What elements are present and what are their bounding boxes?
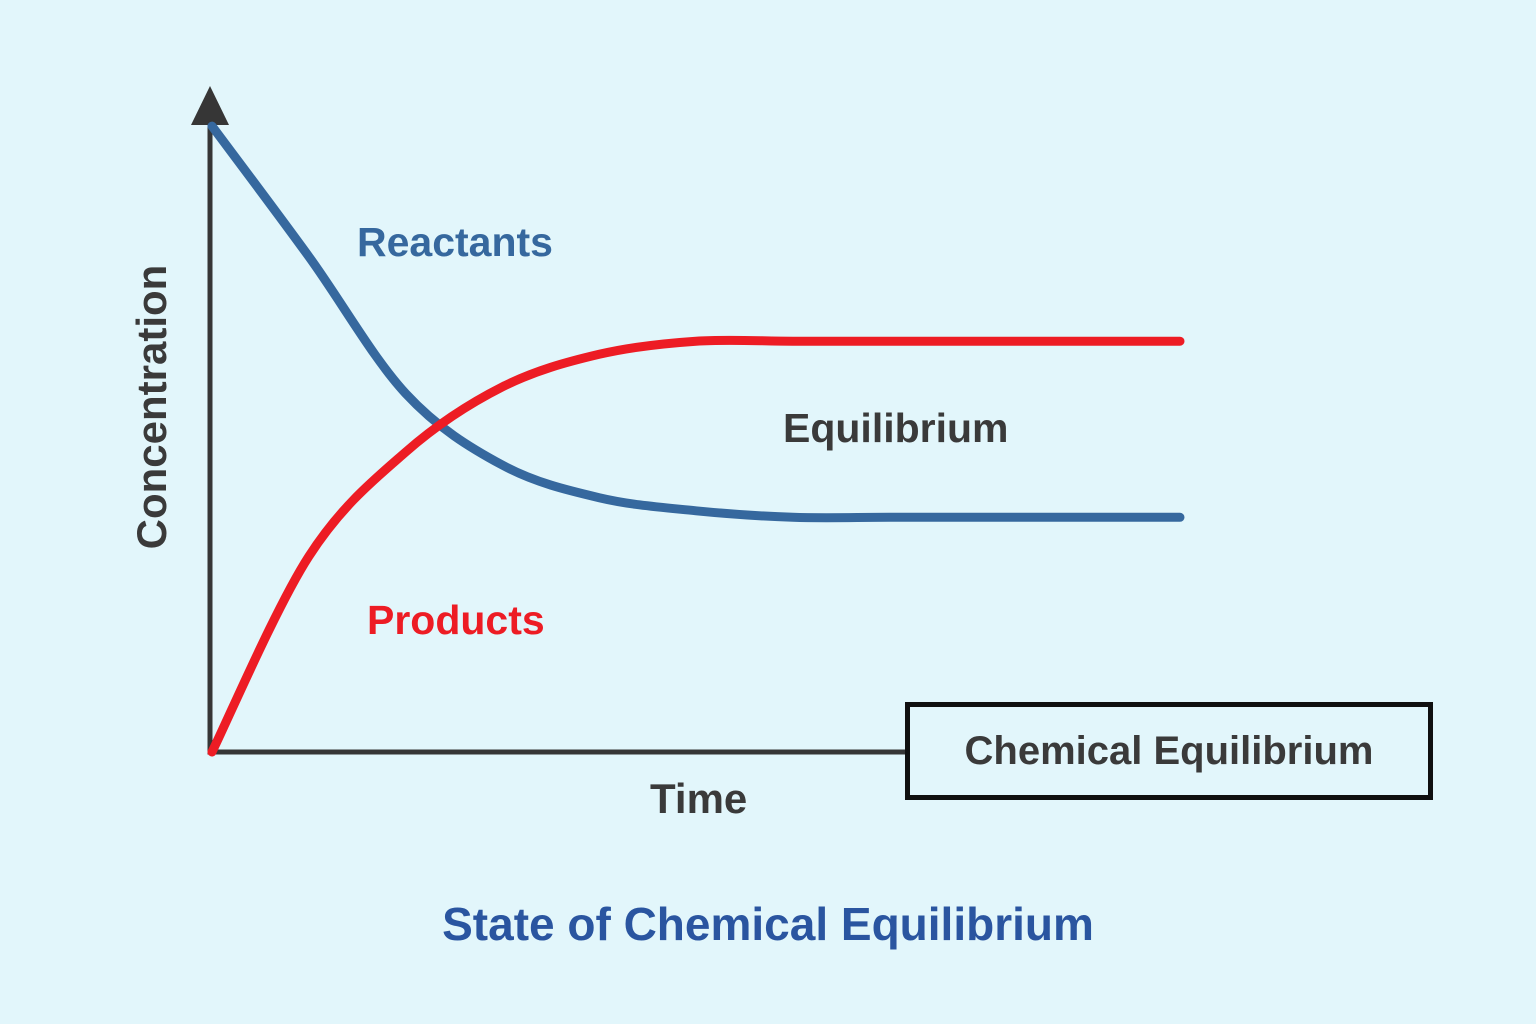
equilibrium-label: Equilibrium	[783, 405, 1009, 451]
chemical-equilibrium-box-label: Chemical Equilibrium	[964, 728, 1374, 773]
chart-title: State of Chemical Equilibrium	[442, 898, 1094, 950]
reactants-curve	[207, 121, 1185, 523]
x-axis-label: Time	[650, 775, 748, 822]
y-axis-label: Concentration	[128, 264, 175, 550]
y-axis-arrowhead-icon	[191, 86, 229, 125]
chemical-equilibrium-box: Chemical Equilibrium	[905, 702, 1433, 800]
reactants-label: Reactants	[357, 219, 553, 265]
products-label: Products	[367, 597, 545, 643]
products-curve	[207, 335, 1185, 757]
